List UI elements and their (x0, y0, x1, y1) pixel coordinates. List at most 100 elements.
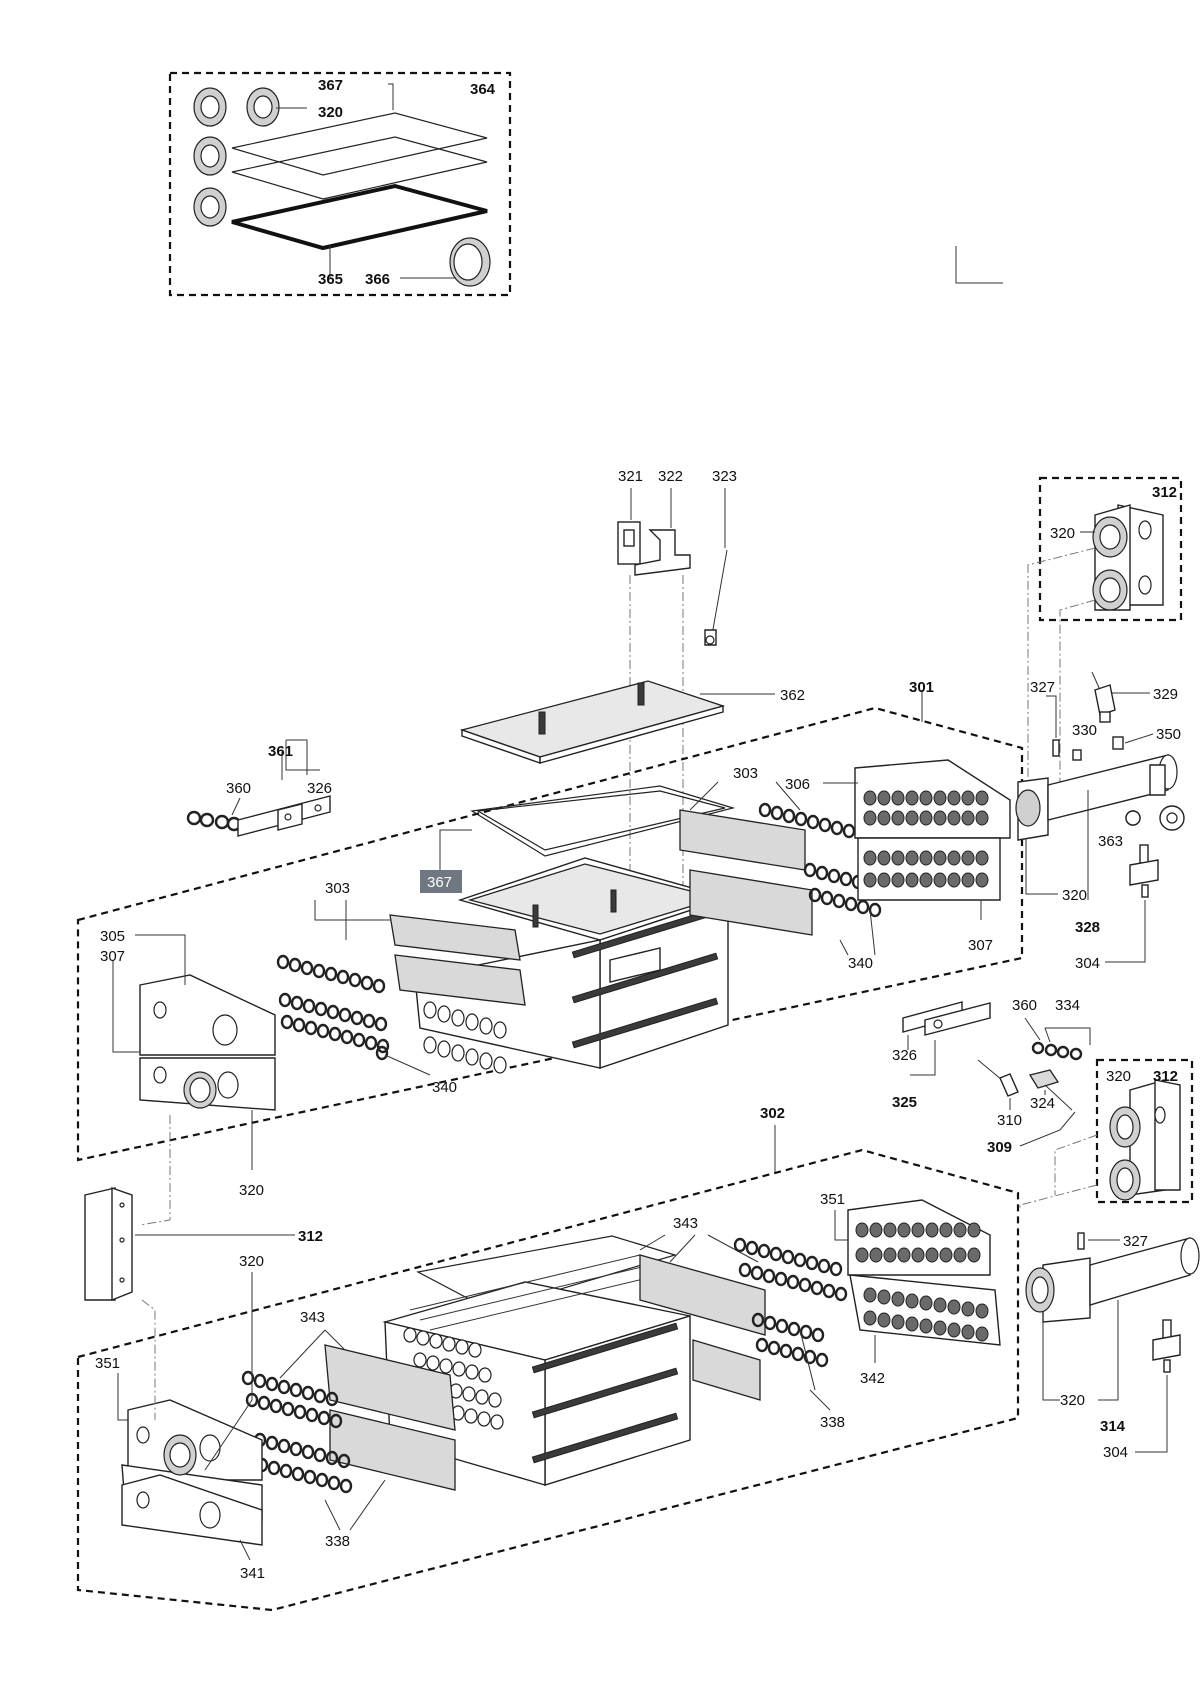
label-324: 324 (1030, 1095, 1055, 1112)
o-ring (961, 790, 975, 806)
o-ring (818, 817, 832, 833)
o-ring (348, 972, 362, 988)
o-ring (975, 790, 989, 806)
part-361-group (186, 739, 331, 837)
o-ring (925, 1222, 939, 1238)
o-ring (490, 1414, 504, 1430)
o-ring (925, 1247, 939, 1263)
o-ring (869, 1222, 883, 1238)
o-ring (905, 810, 919, 826)
o-ring (815, 1352, 829, 1368)
label-304-a: 304 (1075, 955, 1100, 972)
kit-312-top-frame (1038, 476, 1183, 622)
o-ring (782, 808, 796, 824)
kit-320-rings (193, 87, 280, 227)
o-ring (364, 1035, 378, 1051)
kit-label-320: 320 (318, 104, 343, 121)
o-ring (304, 1020, 318, 1036)
label-363: 363 (1098, 833, 1123, 850)
o-ring (462, 1386, 476, 1402)
o-ring (767, 1340, 781, 1356)
o-ring (774, 1271, 788, 1287)
o-ring (897, 1247, 911, 1263)
kit-312-top: 312 320 (1038, 476, 1183, 622)
o-ring (905, 872, 919, 888)
part-343-plate-right-top (639, 1254, 766, 1336)
label-320-d: 320 (239, 1182, 264, 1199)
label-343-b: 343 (300, 1309, 325, 1326)
label-360-a: 360 (226, 780, 251, 797)
o-ring (868, 902, 882, 918)
label-351-a: 351 (95, 1355, 120, 1372)
o-ring (919, 850, 933, 866)
label-321: 321 (618, 468, 643, 485)
o-ring (975, 810, 989, 826)
o-ring (303, 1469, 317, 1485)
o-ring (863, 1287, 877, 1303)
label-367-highlight (420, 870, 462, 893)
o-ring (891, 872, 905, 888)
o-ring (830, 820, 844, 836)
o-ring (376, 1038, 390, 1054)
o-ring (302, 998, 316, 1014)
label-305: 305 (100, 928, 125, 945)
o-ring (493, 1056, 507, 1074)
o-ring (961, 872, 975, 888)
part-325-group (902, 1001, 1083, 1111)
o-ring (745, 1240, 759, 1256)
rings-338-lower (241, 1237, 848, 1494)
o-ring (933, 790, 947, 806)
part-330-fitting (1072, 749, 1082, 761)
part-350-nut (1112, 736, 1124, 750)
o-ring (919, 1295, 933, 1311)
o-ring (280, 1014, 294, 1030)
label-330: 330 (1072, 722, 1097, 739)
part-343-plate-right-bottom (692, 1339, 761, 1401)
o-ring (787, 1321, 801, 1337)
o-ring (863, 790, 877, 806)
o-ring (426, 1355, 440, 1371)
part-351-manifold-right (847, 1199, 1001, 1346)
label-362: 362 (780, 687, 805, 704)
o-ring (905, 1293, 919, 1309)
o-ring (751, 1312, 765, 1328)
o-ring (277, 1438, 291, 1454)
o-ring (799, 1324, 813, 1340)
label-323: 323 (712, 468, 737, 485)
o-ring (806, 814, 820, 830)
label-320-c: 320 (1106, 1068, 1131, 1085)
o-ring (336, 969, 350, 985)
kit-312-mid-frame (1095, 1058, 1194, 1204)
o-ring (947, 872, 961, 888)
o-ring (820, 890, 834, 906)
o-ring (423, 1036, 437, 1054)
o-ring (301, 1444, 315, 1460)
o-ring (863, 810, 877, 826)
label-361: 361 (268, 743, 293, 760)
o-ring (805, 1255, 819, 1271)
label-320-b: 320 (1062, 887, 1087, 904)
label-307-b: 307 (968, 937, 993, 954)
label-326-a: 326 (307, 780, 332, 797)
o-ring (257, 1395, 271, 1411)
o-ring (479, 1017, 493, 1035)
o-ring (911, 1222, 925, 1238)
o-ring (897, 1222, 911, 1238)
heat-exchanger-lower (382, 1254, 691, 1486)
o-ring (241, 1370, 255, 1386)
label-312-b: 312 (1153, 1068, 1178, 1085)
o-ring (289, 1441, 303, 1457)
o-ring (891, 1314, 905, 1330)
kit-label-365: 365 (318, 271, 343, 288)
o-ring (301, 1385, 315, 1401)
o-ring (953, 1222, 967, 1238)
o-ring (300, 960, 314, 976)
o-ring (967, 1222, 981, 1238)
o-ring (733, 1237, 747, 1253)
label-325: 325 (892, 1094, 917, 1111)
label-340-a: 340 (848, 955, 873, 972)
o-ring (375, 1045, 389, 1061)
o-ring (750, 1265, 764, 1281)
o-ring (439, 1358, 453, 1374)
o-ring (834, 1286, 848, 1302)
